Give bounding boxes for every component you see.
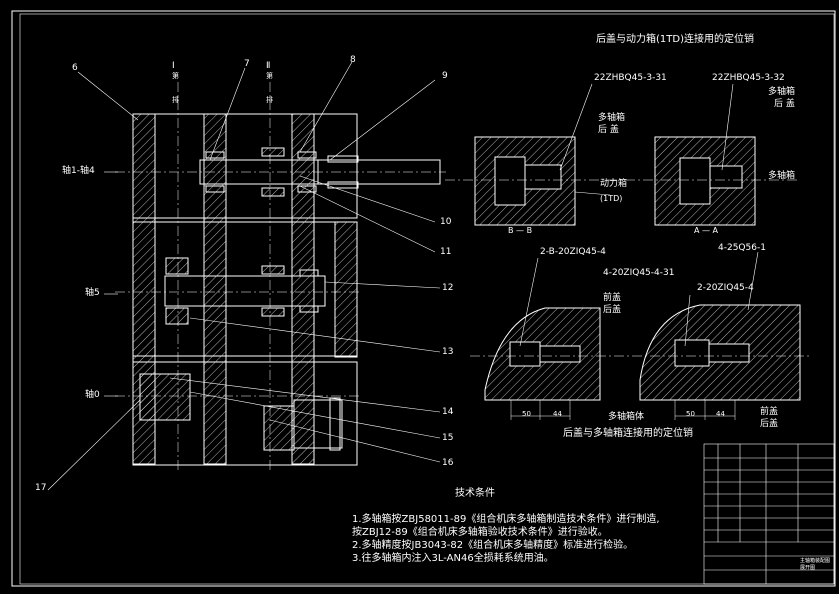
callout-8: 8 <box>350 55 356 65</box>
title-block <box>703 443 835 585</box>
row1-roman: Ⅰ <box>172 61 175 71</box>
section-a-label-1: 多轴箱 <box>598 113 626 123</box>
callout-12: 12 <box>442 283 454 293</box>
section-views <box>445 83 800 226</box>
tech-line-2: 按ZBJ12-89《组合机床多轴箱验收技术条件》进行验收。 <box>352 527 608 538</box>
callout-15: 15 <box>442 433 454 443</box>
callout-6: 6 <box>72 63 78 73</box>
section-b-label-3: 多轴箱 <box>768 171 796 181</box>
tech-line-3: 2.多轴精度按JB3043-82《组合机床多轴精度》标准进行检验。 <box>352 540 634 551</box>
row2-roman: Ⅱ <box>266 61 271 71</box>
dimension-c: 50 <box>686 410 695 418</box>
callout-13: 13 <box>442 347 454 357</box>
unfolded-view <box>132 113 441 466</box>
section-bb-label: B — B <box>508 226 533 235</box>
tech-line-1: 1.多轴箱按ZBJ58011-89《组合机床多轴箱制造技术条件》进行制造, <box>352 514 660 525</box>
callout-9: 9 <box>442 71 448 81</box>
detail-views <box>470 251 810 420</box>
pin-right-code: 2-20ZIQ45-4 <box>697 283 754 293</box>
front-cover-label: 前盖 <box>603 293 622 303</box>
tech-conditions-heading: 技术条件 <box>455 488 495 499</box>
rear-cover-label: 后盖 <box>603 305 622 315</box>
dimension-d: 44 <box>716 410 725 418</box>
callout-11: 11 <box>440 247 452 257</box>
center-lines <box>115 82 446 470</box>
callout-7: 7 <box>244 59 250 69</box>
section-a-label-2: 后 盖 <box>598 125 619 135</box>
title-block-name-1: 主轴箱装配图 <box>800 558 831 564</box>
shaft-label-0: 轴0 <box>85 390 100 400</box>
outer-border <box>11 10 836 587</box>
bottom-title: 后盖与多轴箱连接用的定位销 <box>563 428 693 439</box>
rear-cover-right-label: 后盖 <box>760 419 779 429</box>
row2-text-a: 第 <box>266 72 273 80</box>
callout-14: 14 <box>442 407 454 417</box>
pin-left-code: 2-B-20ZIQ45-4 <box>540 247 606 257</box>
row1-text-a: 第 <box>172 72 179 80</box>
tech-line-4: 3.往多轴箱内注入3L-AN46全损耗系统用油。 <box>352 553 554 564</box>
callout-17: 17 <box>35 483 47 493</box>
power-box-model: (1TD) <box>600 194 623 203</box>
callout-16: 16 <box>442 458 454 468</box>
dimension-a: 50 <box>522 410 531 418</box>
pin-right-top-code: 4-25Q56-1 <box>718 243 766 253</box>
shaft-label-1-4: 轴1-轴4 <box>62 166 95 176</box>
multi-box-label: 多轴箱体 <box>608 412 645 422</box>
section-b-label-1: 多轴箱 <box>768 87 796 97</box>
leader-lines <box>47 61 441 491</box>
inner-frame <box>19 13 835 585</box>
part-a-code: 22ZHBQ45-3-31 <box>594 73 667 83</box>
callout-10: 10 <box>440 217 452 227</box>
power-box-label: 动力箱 <box>600 179 628 189</box>
shaft-label-5: 轴5 <box>85 288 100 298</box>
row1-text-b: 排 <box>172 96 179 104</box>
title-block-name-2: 展开图 <box>800 565 816 571</box>
dimension-b: 44 <box>553 410 562 418</box>
section-b-label-2: 后 盖 <box>774 99 795 109</box>
row2-text-b: 排 <box>266 96 273 104</box>
pin-mid-code: 4-20ZIQ45-4-31 <box>603 268 675 278</box>
front-cover-right-label: 前盖 <box>760 407 779 417</box>
part-b-code: 22ZHBQ45-3-32 <box>712 73 785 83</box>
section-aa-label: A — A <box>694 226 719 235</box>
top-title: 后盖与动力箱(1TD)连接用的定位销 <box>596 34 754 45</box>
